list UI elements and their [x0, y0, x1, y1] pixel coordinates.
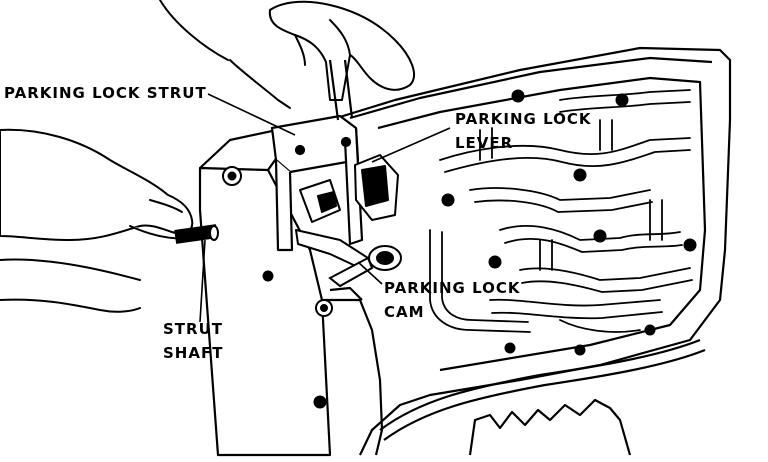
bolt-hole: [574, 344, 586, 356]
label-parking-lock-cam-line2: CAM: [384, 303, 425, 321]
leader-line-cam: [357, 261, 383, 285]
bolt-hole: [511, 89, 525, 103]
strut-shaft-pin: [174, 224, 219, 244]
valve-body-passages: [429, 89, 693, 333]
bolt-hole: [313, 395, 327, 409]
bolt-hole: [683, 238, 697, 252]
label-parking-lock-cam-line1: PARKING LOCK: [384, 279, 521, 297]
bolt-hole: [441, 193, 455, 207]
bolt-hole: [262, 270, 274, 282]
bolt-hole: [227, 171, 237, 181]
label-parking-lock-lever-line1: PARKING LOCK: [455, 110, 592, 128]
leader-lines: [199, 93, 451, 323]
leader-line-shaft: [199, 239, 206, 323]
bolt-hole: [615, 93, 629, 107]
label-parking-lock-strut: PARKING LOCK STRUT: [4, 84, 207, 102]
bolt-hole: [504, 342, 516, 354]
upper-hand: [159, 0, 415, 109]
bolt-hole: [644, 324, 656, 336]
left-hand: [0, 128, 194, 313]
bolt-hole: [488, 255, 502, 269]
leader-line-lever: [371, 127, 451, 163]
parking-lock-strut: [270, 59, 364, 252]
label-parking-lock-lever-line2: LEVER: [455, 134, 513, 152]
label-strut-shaft-line1: STRUT: [163, 320, 223, 338]
bolt-holes: [222, 89, 697, 409]
label-strut-shaft-line2: SHAFT: [163, 344, 223, 362]
bolt-hole: [573, 168, 587, 182]
parking-lock-lever: [295, 154, 399, 269]
leader-line-strut: [207, 93, 296, 136]
bolt-hole: [320, 304, 328, 312]
bolt-hole: [593, 229, 607, 243]
